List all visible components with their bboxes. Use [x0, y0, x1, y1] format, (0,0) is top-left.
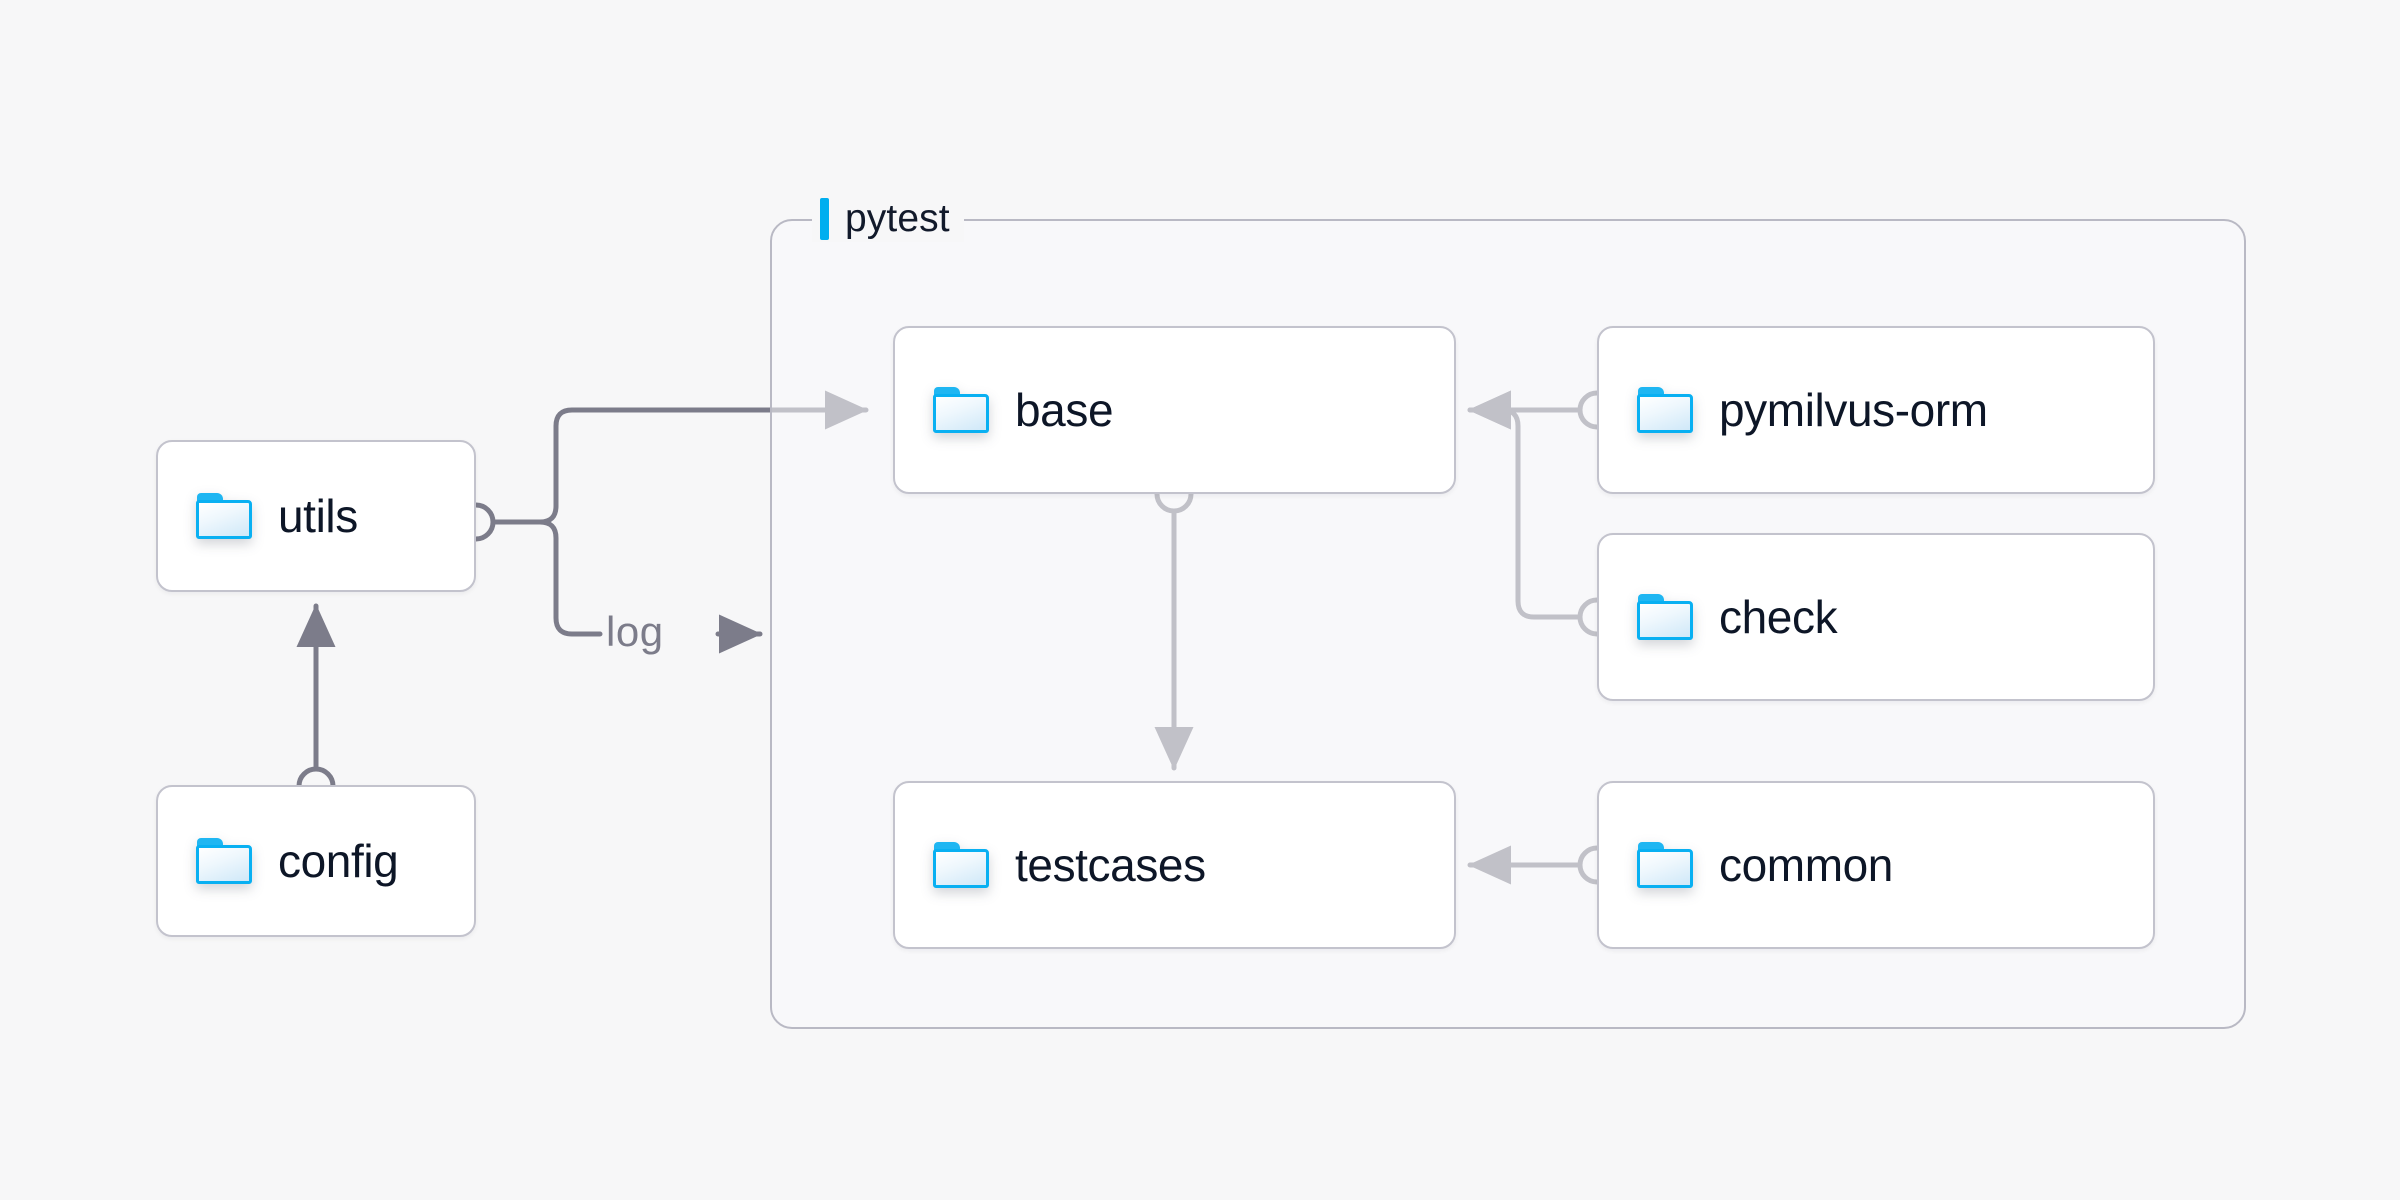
group-pytest-label-text: pytest: [845, 197, 950, 240]
folder-icon: [1637, 387, 1693, 433]
folder-icon: [933, 842, 989, 888]
node-common-label: common: [1719, 839, 1893, 891]
folder-icon: [1637, 594, 1693, 640]
node-pymilvus-orm-label: pymilvus-orm: [1719, 384, 1988, 436]
node-check[interactable]: check: [1597, 533, 2155, 701]
node-config-label: config: [278, 835, 399, 887]
folder-icon: [196, 493, 252, 539]
node-pymilvus-orm[interactable]: pymilvus-orm: [1597, 326, 2155, 494]
folder-icon: [1637, 842, 1693, 888]
node-common[interactable]: common: [1597, 781, 2155, 949]
node-config[interactable]: config: [156, 785, 476, 937]
node-utils[interactable]: utils: [156, 440, 476, 592]
node-base[interactable]: base: [893, 326, 1456, 494]
node-base-label: base: [1015, 384, 1114, 436]
node-check-label: check: [1719, 591, 1838, 643]
node-utils-label: utils: [278, 490, 358, 542]
node-testcases[interactable]: testcases: [893, 781, 1456, 949]
edge-label-log: log: [606, 608, 664, 655]
accent-bar-icon: [820, 198, 829, 240]
folder-icon: [196, 838, 252, 884]
node-testcases-label: testcases: [1015, 839, 1206, 891]
folder-icon: [933, 387, 989, 433]
group-pytest-label: pytest: [812, 196, 964, 242]
edge-utils-to-log: [489, 519, 603, 637]
